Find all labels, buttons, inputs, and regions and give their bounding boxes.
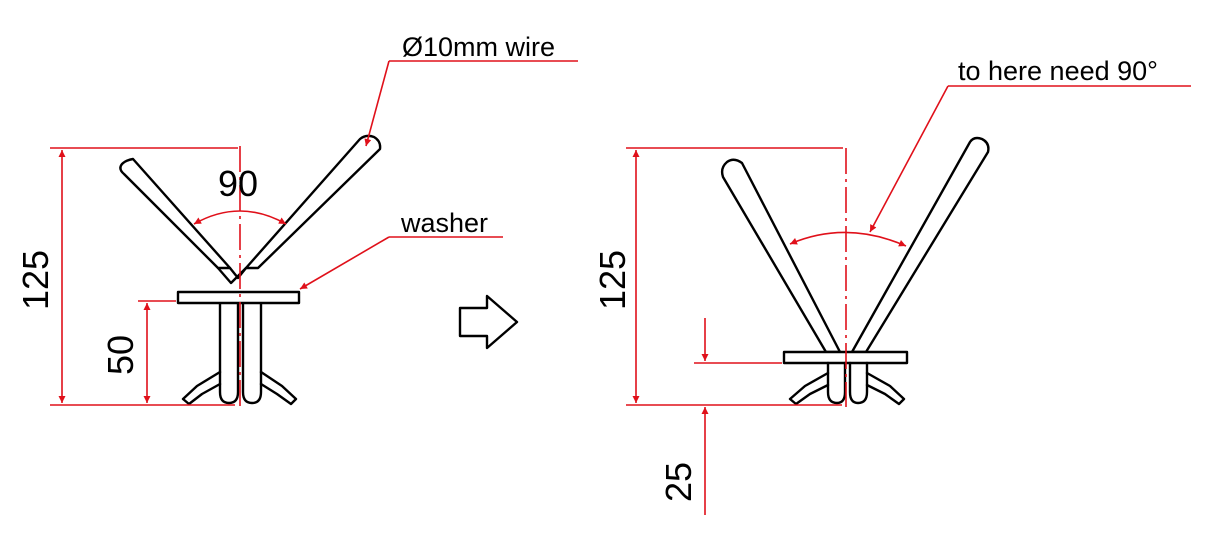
angle-arc-before xyxy=(193,210,287,225)
angle-label-after: to here need 90° xyxy=(958,56,1158,86)
dimension-label-50: 50 xyxy=(100,335,141,375)
wire-shaft-after xyxy=(826,361,869,405)
wire-right-leg xyxy=(244,134,382,270)
washer-leader xyxy=(299,236,390,290)
wire-leader xyxy=(364,60,390,147)
washer-label: washer xyxy=(400,208,488,238)
wire-left-leg xyxy=(119,157,232,270)
wire-label: Ø10mm wire xyxy=(402,32,555,62)
dimension-label-125: 125 xyxy=(15,250,56,310)
dimension-label-25: 25 xyxy=(658,462,699,502)
angle-leader xyxy=(869,85,949,233)
before-view: 125 50 90 Ø10mm wire washer xyxy=(15,32,578,407)
wire-foot-right xyxy=(259,370,298,406)
arrow-right-icon xyxy=(458,294,519,350)
angle-arc-after xyxy=(789,231,907,247)
wire-foot-left-after xyxy=(788,371,830,406)
angle-label-before: 90 xyxy=(218,163,258,204)
washer xyxy=(176,290,301,305)
wire-foot-right-after xyxy=(865,371,906,406)
wire-shaft xyxy=(218,301,263,405)
wire-right-leg-after xyxy=(850,136,990,354)
wire-foot-left xyxy=(181,370,222,406)
after-view: 125 25 to here need 90° xyxy=(592,56,1191,515)
wire-bend-inner xyxy=(228,266,248,280)
dimension-label-125-after: 125 xyxy=(592,250,633,310)
wire-left-leg-after xyxy=(720,158,842,354)
